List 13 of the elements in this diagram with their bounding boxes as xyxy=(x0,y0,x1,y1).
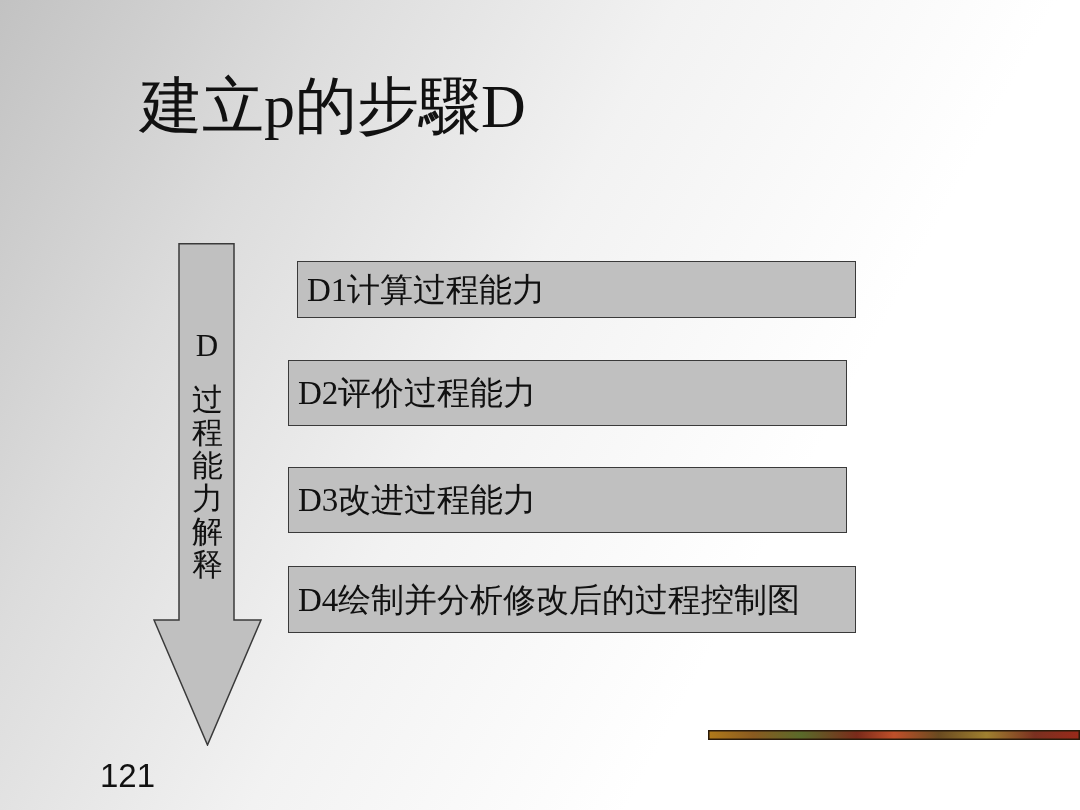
step-label: D4绘制并分析修改后的过程控制图 xyxy=(298,580,801,619)
down-arrow-shape xyxy=(153,243,262,746)
step-box xyxy=(288,566,856,633)
step-label: D1计算过程能力 xyxy=(307,270,546,309)
page-number: 121 xyxy=(100,756,156,796)
step-label: D2评价过程能力 xyxy=(298,374,537,412)
step-box xyxy=(288,360,847,426)
arrow-label: 过程能力解释 xyxy=(190,383,224,581)
step-box xyxy=(288,467,847,533)
step-label: D3改进过程能力 xyxy=(298,481,537,519)
step-box xyxy=(297,261,856,318)
slide-title: 建立p的步驟D xyxy=(140,71,526,142)
arrow-label: D xyxy=(194,329,220,362)
